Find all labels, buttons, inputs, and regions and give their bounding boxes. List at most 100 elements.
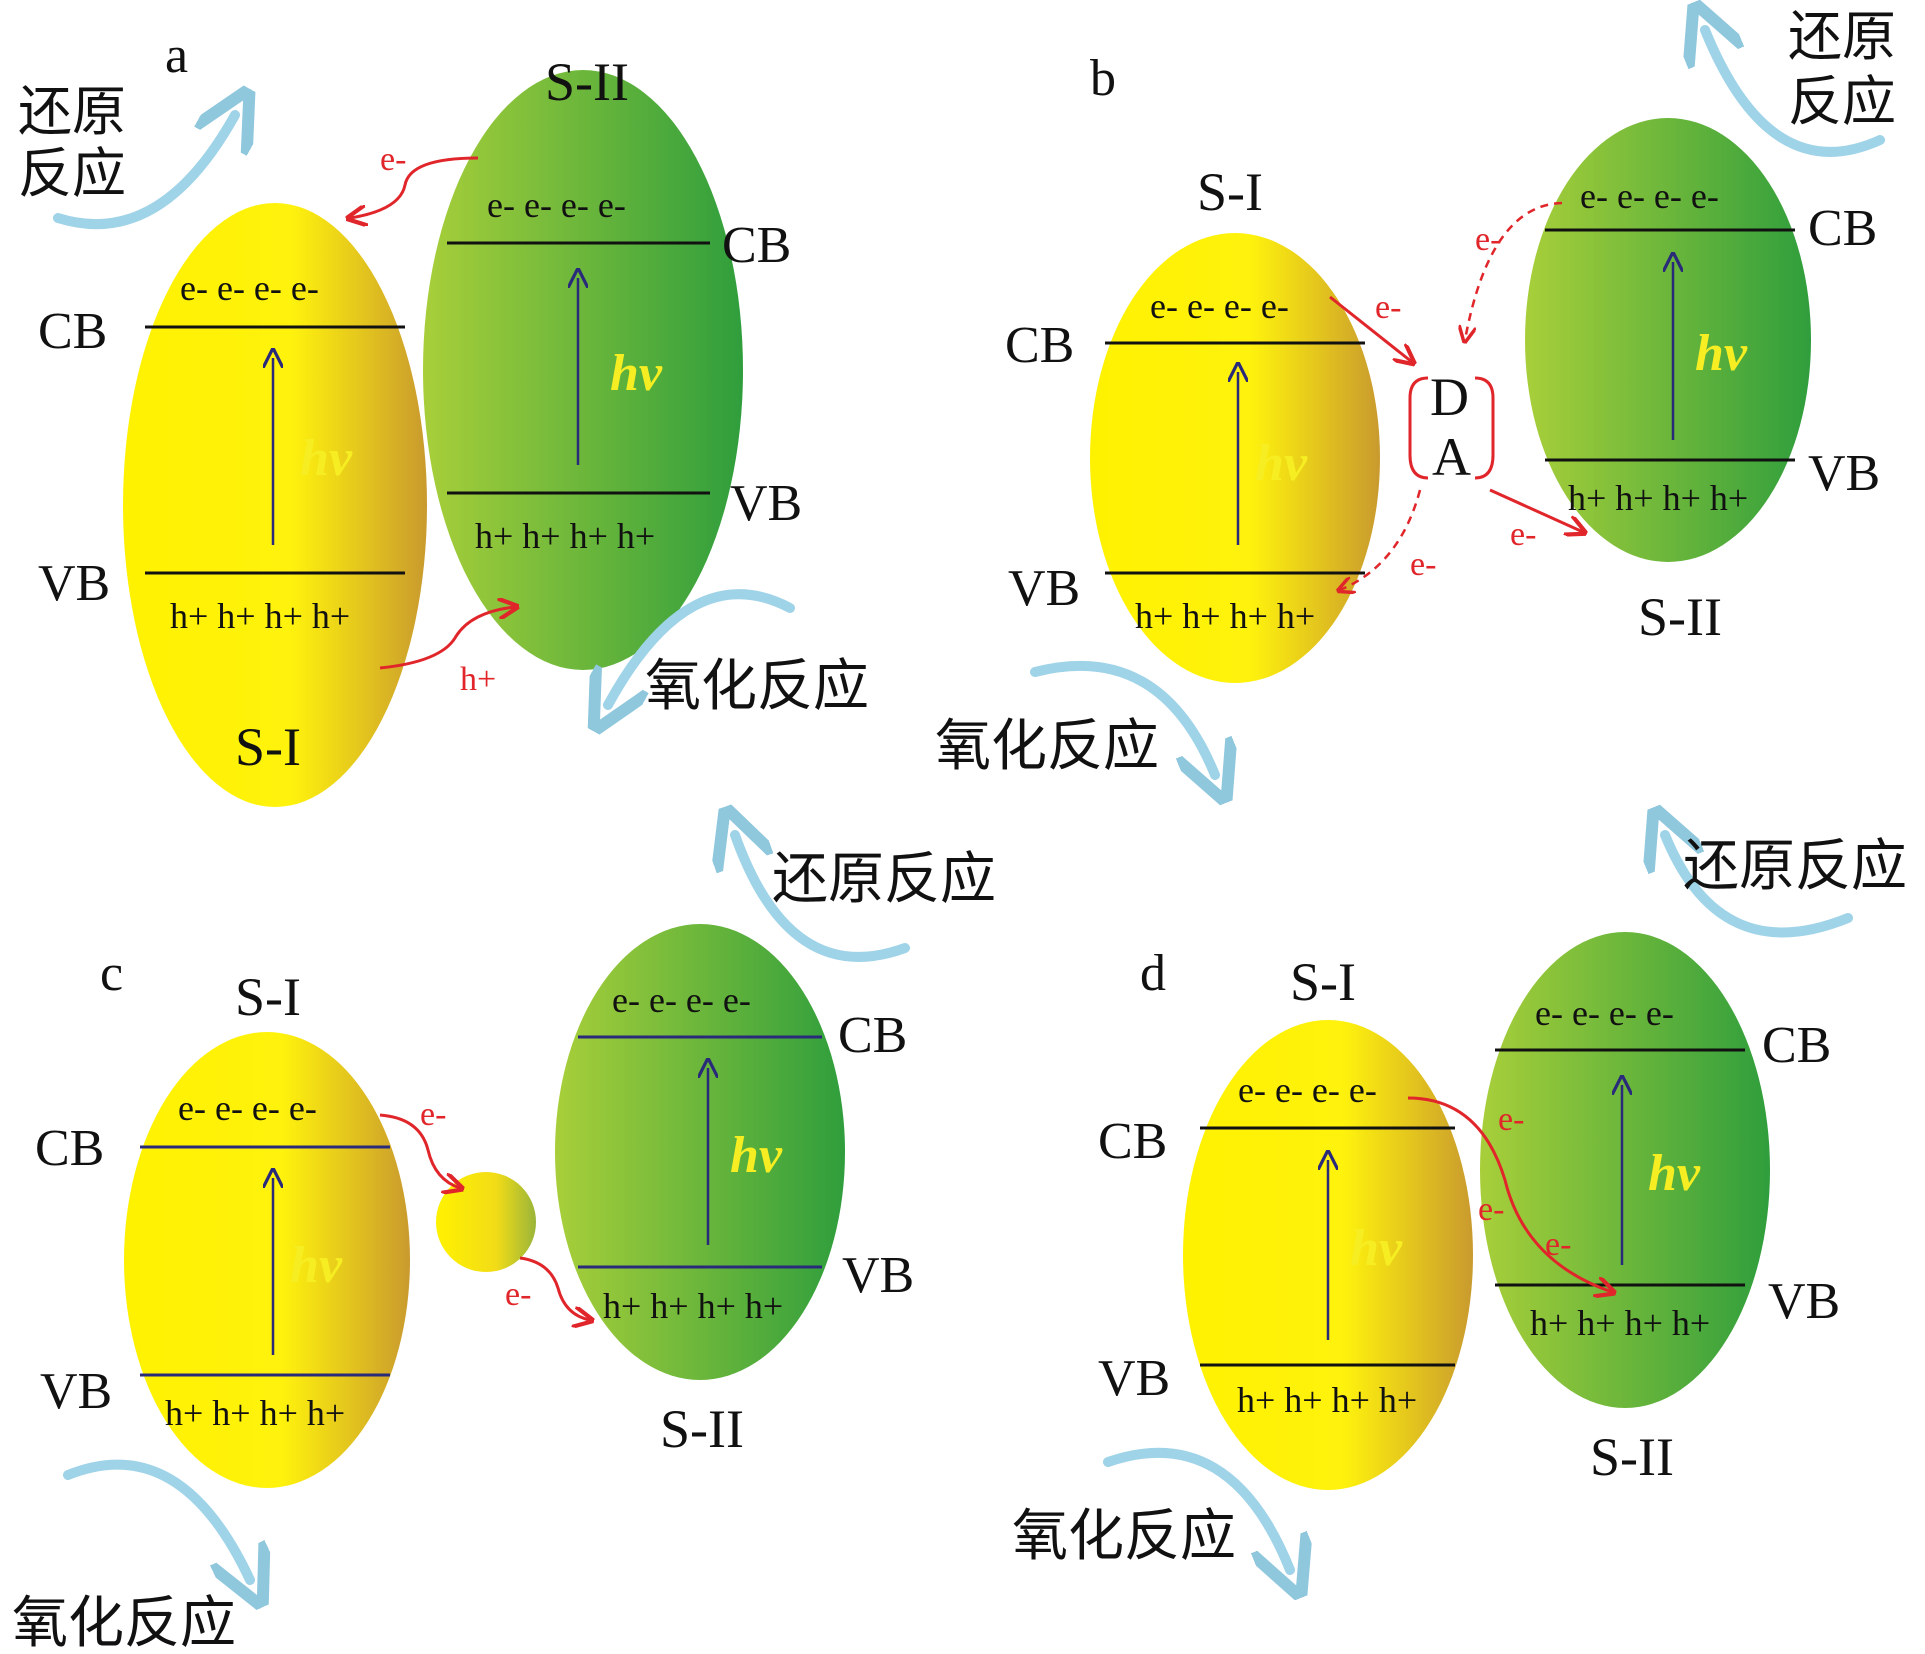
holes-vb: h+ h+ h+ h+ <box>475 516 655 556</box>
oxidation-label: 氧化反应 <box>935 714 1159 779</box>
electrons-cb: e- e- e- e- <box>1238 1070 1377 1110</box>
electron-transfer-label: e- <box>1475 221 1501 258</box>
panel-c: c 还原反应 e- e- e- e- h+ h+ h+ h+ hv CB VB … <box>12 835 996 1654</box>
electron-transfer-arrow-icon <box>519 1256 590 1320</box>
photon-label: hv <box>300 430 353 487</box>
photon-label: hv <box>1648 1145 1701 1202</box>
holes-vb: h+ h+ h+ h+ <box>170 596 350 636</box>
s2-label: S-II <box>1638 587 1722 647</box>
electron-transfer-label: e- <box>1545 1226 1571 1263</box>
reaction-arrow-icon <box>1705 30 1885 157</box>
photon-label: hv <box>1350 1220 1403 1277</box>
panel-label-c: c <box>100 945 123 1002</box>
electron-transfer-label: e- <box>1498 1101 1524 1138</box>
s1-label: S-I <box>235 967 301 1027</box>
reaction-arrow-icon <box>1103 1447 1290 1570</box>
reduction-label: 还原 <box>1788 5 1896 68</box>
vb-label: VB <box>1768 1273 1840 1330</box>
reaction-arrow-icon <box>1665 835 1853 938</box>
vb-label: VB <box>730 475 802 532</box>
metal-nanoparticle <box>436 1172 536 1272</box>
electron-transfer-arrow-icon <box>350 156 479 218</box>
cb-label: CB <box>722 217 791 274</box>
vb-label: VB <box>38 555 110 612</box>
electron-transfer-label: e- <box>1510 516 1536 553</box>
reduction-label: 还原反应 <box>1683 834 1907 899</box>
semiconductor-s2 <box>423 70 743 670</box>
reduction-label: 还原 <box>18 80 126 143</box>
cb-label: CB <box>1098 1113 1167 1170</box>
s2-label: S-II <box>1590 1427 1674 1487</box>
reduction-label: 反应 <box>18 142 126 205</box>
electron-transfer-arrow-icon <box>1407 1096 1612 1292</box>
electron-transfer-label: e- <box>380 141 406 178</box>
cb-label: CB <box>35 1120 104 1177</box>
hole-transfer-label: h+ <box>460 661 496 698</box>
photon-label: hv <box>1255 435 1308 492</box>
oxidation-label: 氧化反应 <box>12 1591 236 1654</box>
vb-label: VB <box>1008 560 1080 617</box>
electron-transfer-label: e- <box>505 1276 531 1313</box>
vb-label: VB <box>1098 1350 1170 1407</box>
electrons-cb: e- e- e- e- <box>1580 176 1719 216</box>
s1-label: S-I <box>235 717 301 777</box>
reduction-label: 还原反应 <box>772 847 996 912</box>
dashed-transfer-arrow-icon <box>1465 201 1563 340</box>
panel-label-a: a <box>165 27 188 84</box>
semiconductor-s1 <box>123 203 427 807</box>
holes-vb: h+ h+ h+ h+ <box>165 1393 345 1433</box>
cb-label: CB <box>38 303 107 360</box>
vb-label: VB <box>842 1247 914 1304</box>
bracket-right <box>1474 376 1495 480</box>
electron-transfer-label: e- <box>1375 289 1401 326</box>
donor-label: D <box>1430 367 1469 427</box>
dashed-transfer-arrow-icon <box>1340 489 1422 590</box>
cb-label: CB <box>1762 1017 1831 1074</box>
reaction-arrow-icon <box>53 115 235 230</box>
electron-transfer-arrow-icon <box>379 1113 460 1188</box>
acceptor-label: A <box>1432 427 1471 487</box>
electron-transfer-label: e- <box>420 1096 446 1133</box>
holes-vb: h+ h+ h+ h+ <box>1135 596 1315 636</box>
reaction-arrow-icon <box>1030 660 1215 775</box>
cb-label: CB <box>1808 200 1877 257</box>
panel-a: a 还原 反应 e- e- e- e- h+ h+ h+ h+ hv CB VB… <box>18 27 869 807</box>
photon-label: hv <box>290 1237 343 1294</box>
vb-label: VB <box>1808 445 1880 502</box>
vb-label: VB <box>40 1363 112 1420</box>
s2-label: S-II <box>545 52 629 112</box>
holes-vb: h+ h+ h+ h+ <box>1237 1380 1417 1420</box>
semiconductor-s1 <box>1090 233 1380 683</box>
s1-label: S-I <box>1290 952 1356 1012</box>
electrons-cb: e- e- e- e- <box>612 980 751 1020</box>
electrons-cb: e- e- e- e- <box>1535 993 1674 1033</box>
cb-label: CB <box>1005 317 1074 374</box>
s1-label: S-I <box>1197 162 1263 222</box>
photon-label: hv <box>730 1127 783 1184</box>
holes-vb: h+ h+ h+ h+ <box>1530 1303 1710 1343</box>
cb-label: CB <box>838 1007 907 1064</box>
panel-d: d 还原反应 e- e- e- e- h+ h+ h+ h+ hv CB VB … <box>1012 834 1907 1570</box>
photon-label: hv <box>610 345 663 402</box>
reaction-arrow-icon <box>63 1459 250 1580</box>
bracket-left <box>1408 376 1429 480</box>
electrons-cb: e- e- e- e- <box>180 268 319 308</box>
reaction-arrow-icon <box>735 835 910 962</box>
electrons-cb: e- e- e- e- <box>487 185 626 225</box>
electrons-cb: e- e- e- e- <box>178 1088 317 1128</box>
s2-label: S-II <box>660 1399 744 1459</box>
holes-vb: h+ h+ h+ h+ <box>603 1286 783 1326</box>
photon-label: hv <box>1695 325 1748 382</box>
electron-transfer-arrow-icon <box>1489 488 1583 532</box>
reduction-label: 反应 <box>1788 70 1896 133</box>
panel-label-d: d <box>1140 945 1166 1002</box>
oxidation-label: 氧化反应 <box>1012 1504 1236 1569</box>
electron-transfer-label: e- <box>1410 546 1436 583</box>
panel-b: b e- e- e- e- h+ h+ h+ h+ hv CB VB S-I e… <box>935 5 1896 779</box>
hole-transfer-arrow-icon <box>379 607 515 670</box>
panel-label-b: b <box>1090 50 1116 107</box>
holes-vb: h+ h+ h+ h+ <box>1568 478 1748 518</box>
electron-transfer-arrow-icon <box>1329 295 1412 362</box>
reaction-arrow-icon <box>608 589 795 705</box>
